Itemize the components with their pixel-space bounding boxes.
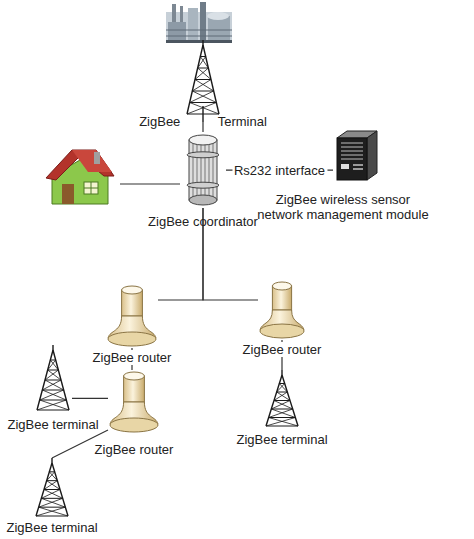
terminal-node: ZigBee Terminal <box>184 40 222 122</box>
device-label: ZigBee terminal <box>6 520 97 535</box>
device-label: ZigBee Terminal <box>139 114 267 129</box>
router-icon <box>106 284 158 348</box>
tower-icon <box>263 370 301 426</box>
house-illustration <box>46 150 114 204</box>
device-label: ZigBee terminal <box>236 432 327 447</box>
server-icon <box>333 128 381 182</box>
device-label: ZigBee wireless sensor network managemen… <box>253 192 433 222</box>
router-icon <box>108 370 160 434</box>
terminal-node: ZigBee terminal <box>34 345 72 410</box>
router-icon <box>258 280 306 340</box>
house-wire <box>120 183 180 184</box>
router-node: ZigBee router <box>258 280 306 340</box>
tower-icon <box>33 458 71 516</box>
link-line <box>72 398 108 399</box>
factory-illustration <box>166 2 232 43</box>
device-label: ZigBee router <box>95 442 174 457</box>
device-label: ZigBee coordinator <box>148 214 258 229</box>
terminal-node: ZigBee terminal <box>263 370 301 426</box>
device-label: ZigBee router <box>241 342 324 357</box>
terminal-node: ZigBee terminal <box>33 458 71 516</box>
tower-icon <box>184 40 222 122</box>
tower-icon <box>34 345 72 410</box>
interface-label: Rs232 interface <box>232 163 327 178</box>
coord-icon <box>180 132 226 208</box>
router-node: ZigBee router <box>108 370 160 434</box>
device-label: ZigBee terminal <box>7 417 98 432</box>
device-label: ZigBee router <box>91 350 174 365</box>
management-node: ZigBee wireless sensor network managemen… <box>333 128 381 182</box>
coordinator-node: ZigBee coordinator <box>180 132 226 208</box>
router-node: ZigBee router <box>106 284 158 348</box>
